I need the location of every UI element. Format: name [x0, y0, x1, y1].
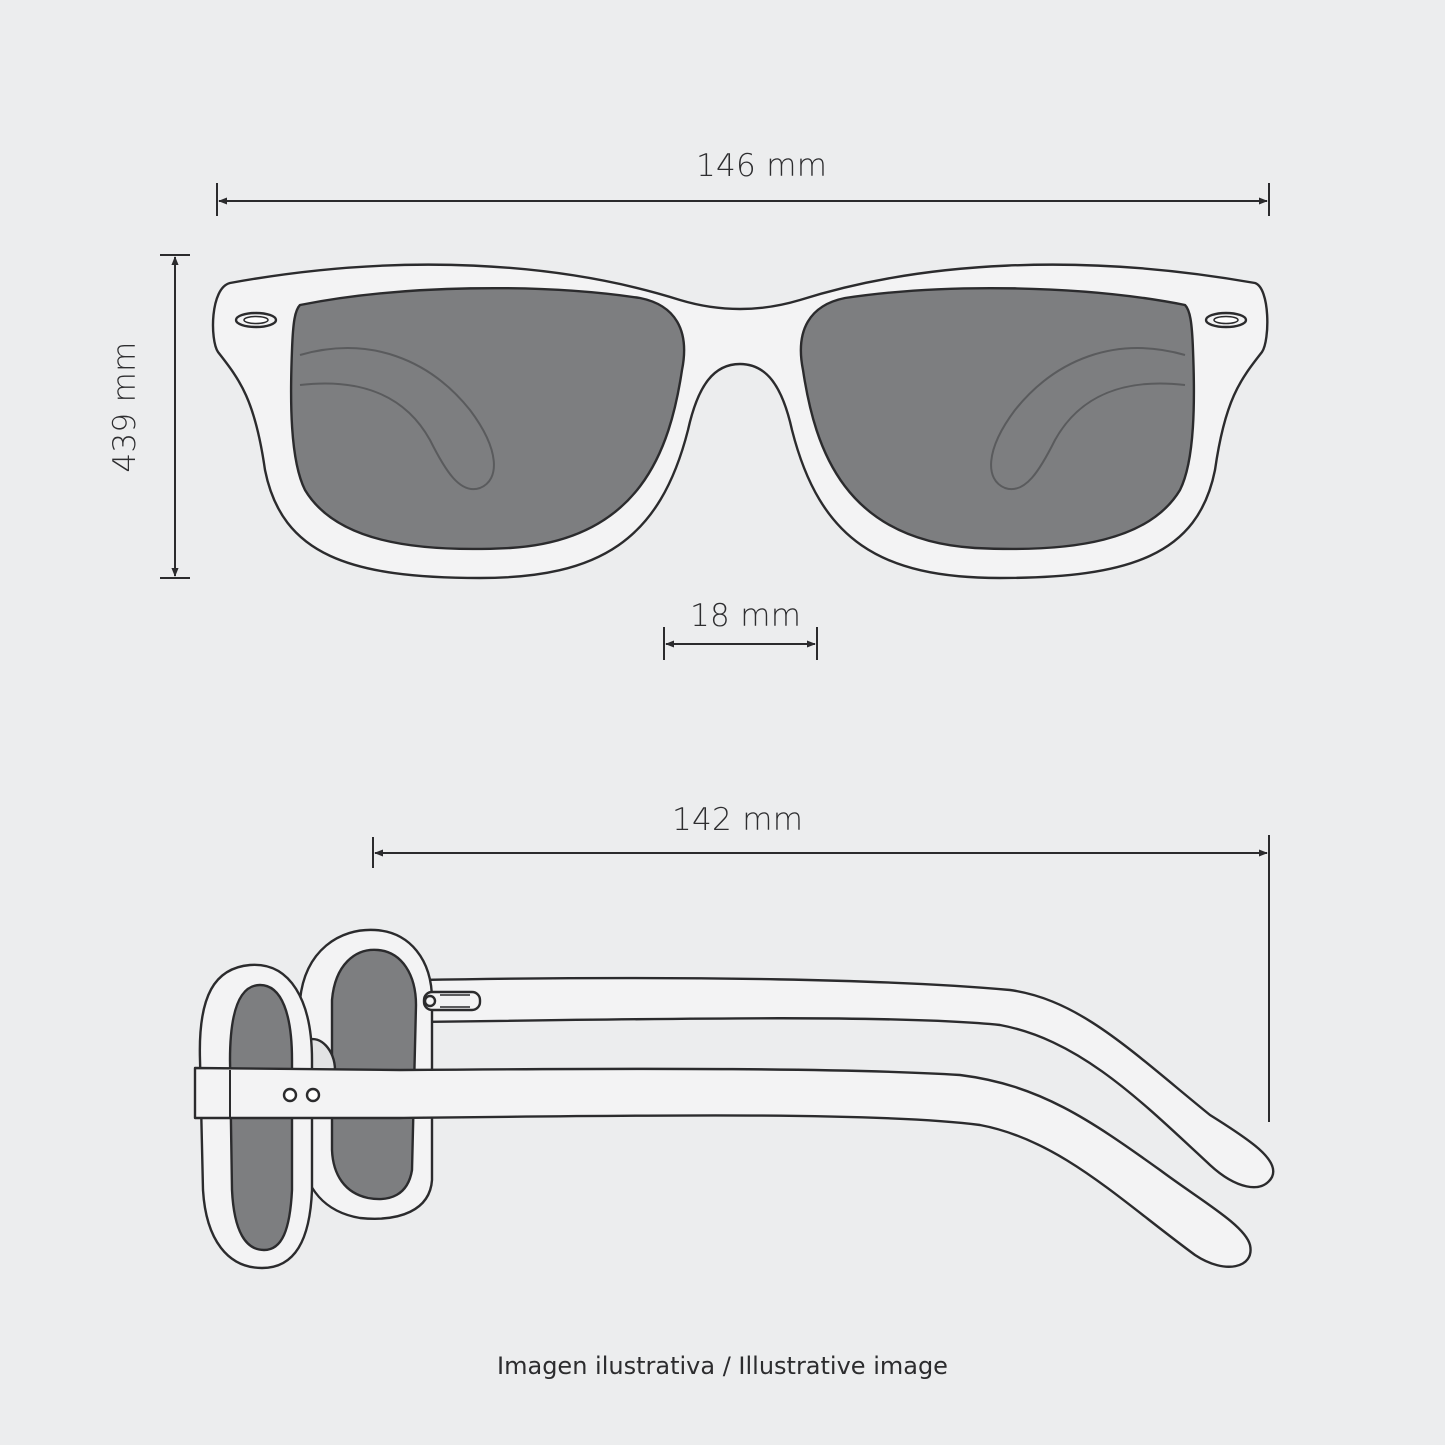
total-width-label: 146 mm: [696, 148, 828, 184]
temple-length-dimension-line: [372, 835, 1270, 1122]
front-view-sunglasses: [211, 263, 1269, 580]
lens-height-label: 439 mm: [107, 341, 143, 473]
far-hinge: [422, 990, 482, 1012]
bridge-width-dimension-line: [663, 627, 818, 660]
temple-reflection: [299, 347, 1186, 491]
lens-height-dimension-line: [160, 254, 190, 579]
temple-rivet-2: [305, 1087, 321, 1103]
far-temple-arm: [418, 976, 1275, 1189]
temple-length-label: 142 mm: [672, 802, 804, 838]
temple-rivet-1: [282, 1087, 298, 1103]
illustrative-image-caption: Imagen ilustrativa / Illustrative image: [497, 1352, 948, 1380]
bridge-width-label: 18 mm: [690, 598, 802, 634]
total-width-dimension-line: [216, 183, 1270, 216]
side-view-sunglasses: [193, 928, 1275, 1270]
near-temple-arm: [193, 1066, 1252, 1268]
